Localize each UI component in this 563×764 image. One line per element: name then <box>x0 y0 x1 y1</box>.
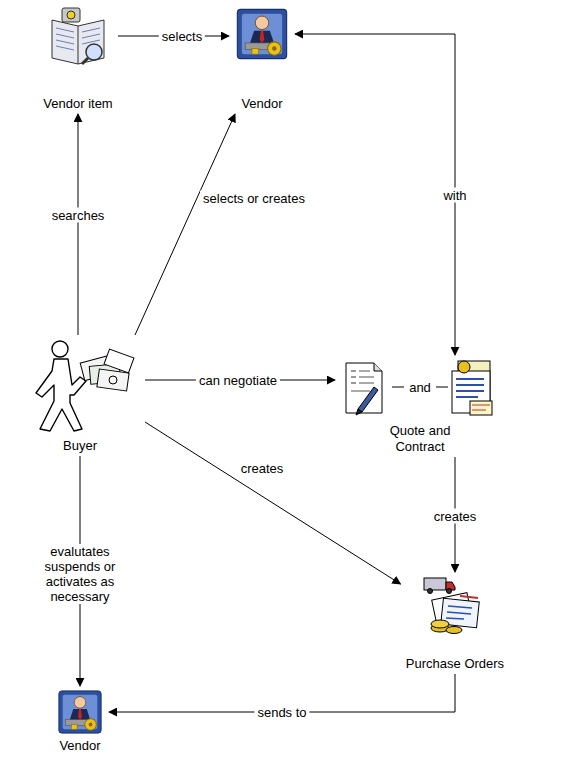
icon-part <box>59 691 101 733</box>
edge-label: sends to <box>254 705 309 720</box>
icon-part <box>69 709 90 721</box>
icon-part <box>36 359 86 431</box>
icon-part <box>428 589 433 594</box>
icon-part <box>356 409 362 415</box>
spacer <box>337 417 503 423</box>
buyer-node: Buyer <box>15 335 145 456</box>
icon-part <box>374 363 382 371</box>
node-label: Vendor <box>241 96 282 112</box>
node-icon <box>20 337 140 432</box>
icon-part <box>36 341 86 431</box>
icon-part <box>85 719 97 731</box>
icon-part <box>82 58 88 64</box>
node-label: Buyer <box>63 438 97 454</box>
vendor-item-node: Vendor item <box>38 4 118 114</box>
node-icon <box>48 6 108 66</box>
icon-part <box>104 349 134 373</box>
icon-part <box>346 361 492 415</box>
icon-part <box>446 606 472 619</box>
icon-part <box>470 401 492 415</box>
icon-part <box>74 697 86 709</box>
icon-part <box>346 363 382 413</box>
icon-part <box>109 376 117 384</box>
icon-part <box>52 341 68 357</box>
spacer <box>40 66 116 96</box>
node-icon <box>420 574 490 634</box>
connector <box>295 34 455 355</box>
icon-part <box>260 31 264 43</box>
edge-label: creates <box>238 461 287 476</box>
icon-part <box>67 11 75 19</box>
icon-part <box>255 16 268 29</box>
node-label: Purchase Orders <box>406 656 504 672</box>
icon-part <box>252 49 259 55</box>
node-icon <box>234 6 290 62</box>
icon-part <box>89 723 93 727</box>
icon-part <box>242 14 282 54</box>
icon-part <box>80 349 134 391</box>
vendor-node: Vendor <box>51 686 109 756</box>
node-label: Vendor item <box>43 96 112 112</box>
icon-part <box>458 361 470 373</box>
edge-label: with <box>440 188 469 203</box>
icon-part <box>446 627 462 634</box>
node-label: Quote and Contract <box>380 423 460 455</box>
node-label: Vendor <box>59 738 100 754</box>
connector <box>145 422 401 584</box>
edge-label: creates <box>431 509 480 524</box>
icon-part <box>78 26 79 64</box>
icon-part <box>472 405 490 410</box>
edge-label: searches <box>49 208 108 223</box>
icon-part <box>97 369 129 391</box>
icon-part <box>71 724 77 729</box>
icon-part <box>351 371 356 383</box>
edge-label: selects or creates <box>200 191 308 206</box>
spacer <box>17 432 143 438</box>
joining-word: and <box>407 380 433 395</box>
icon-part <box>86 44 102 60</box>
edge-label: selects <box>159 29 205 44</box>
icon-part <box>63 695 98 730</box>
icon-part <box>250 31 275 44</box>
icon-part <box>424 578 479 634</box>
purchase-orders-node: Purchase Orders <box>401 572 510 674</box>
icon-part <box>358 387 378 412</box>
icon-part <box>268 42 281 55</box>
edge-label: can negotiate <box>196 373 280 388</box>
quote-contract-node: Quote and Contract <box>335 355 505 457</box>
vendor-node: Vendor <box>229 4 295 114</box>
connector <box>135 114 235 335</box>
icon-part <box>351 371 374 391</box>
icon-part <box>431 620 449 628</box>
icon-part <box>460 596 478 598</box>
icon-part <box>447 589 452 594</box>
icon-part <box>52 20 104 64</box>
node-icon <box>56 688 104 736</box>
connector <box>78 114 79 335</box>
icon-part <box>272 46 276 50</box>
edge-label: evalutates suspends or activates as nece… <box>38 544 122 604</box>
icon-part <box>237 9 286 58</box>
spacer <box>403 634 508 656</box>
spacer <box>231 62 293 96</box>
spacer <box>53 736 107 738</box>
icon-part <box>62 8 80 22</box>
icon-part <box>78 709 82 720</box>
icon-part <box>456 379 484 397</box>
icon-part <box>424 578 446 590</box>
